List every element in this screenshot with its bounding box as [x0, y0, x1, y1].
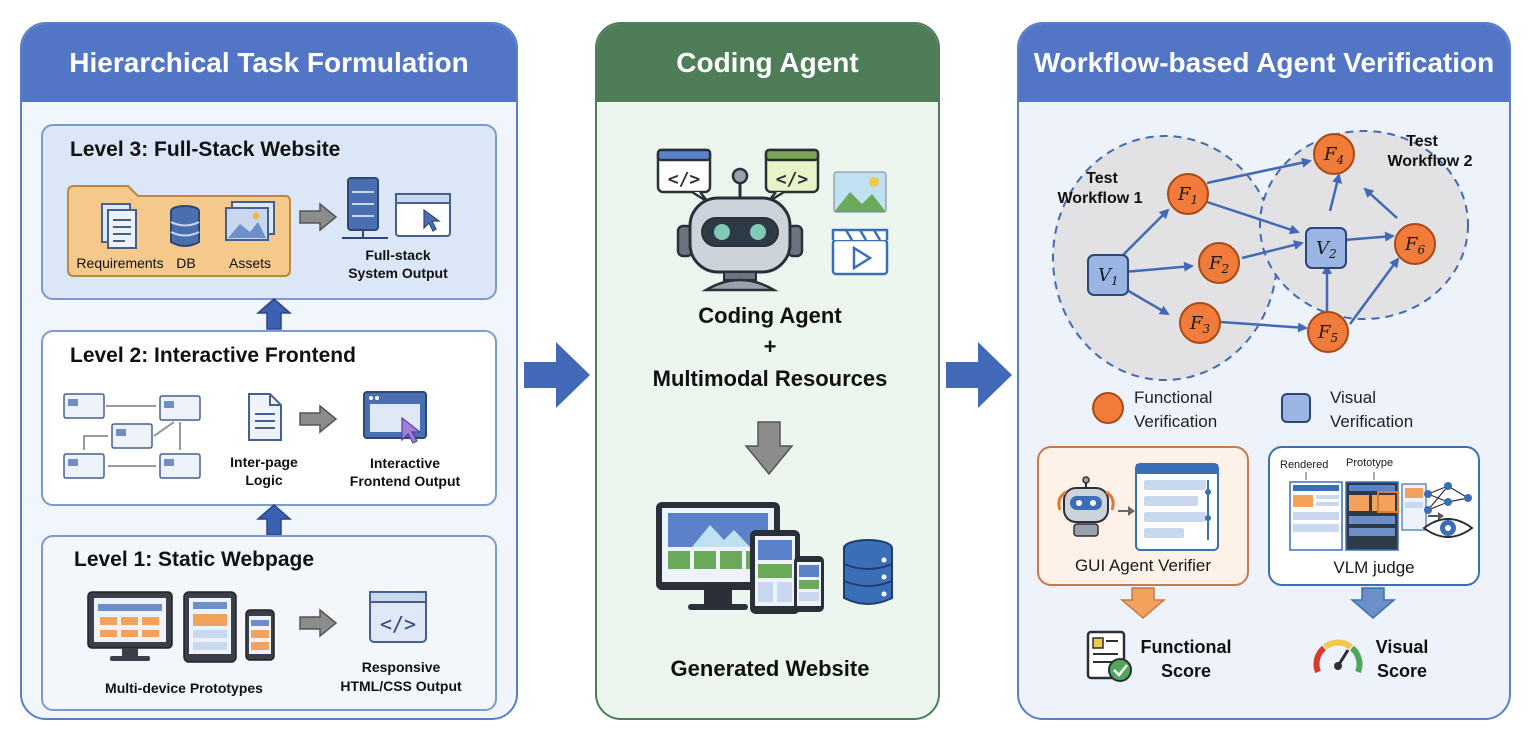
functional-node-f3: [1179, 302, 1221, 344]
interactive-output-line2: Frontend Output: [349, 473, 461, 489]
robot-icon: [676, 167, 804, 292]
blue-down-arrow-icon: [1349, 587, 1397, 619]
middle-panel-title: Coding Agent: [676, 47, 859, 78]
right-panel-title: Workflow-based Agent Verification: [1033, 47, 1495, 78]
interactive-output-line1: Interactive: [369, 455, 441, 471]
flow-arrow-right-icon: [524, 342, 590, 408]
page-flow-icon: [63, 393, 201, 479]
workflow1-label-line2: Workflow 1: [1057, 190, 1143, 207]
visual-legend-line2: Verification: [1330, 412, 1414, 431]
visual-score-line2: Score: [1376, 661, 1428, 681]
functional-legend-icon: [1092, 392, 1124, 424]
gui-agent-robot-icon: [1057, 476, 1115, 537]
interpage-logic-line1: Inter-page: [230, 454, 298, 470]
left-panel-header: Hierarchical Task Formulation: [22, 24, 516, 102]
workflow-graph: V1 V2 F1 F2 F3 F4 F5 F6: [1052, 130, 1469, 381]
video-resource-icon: [831, 228, 889, 276]
level3-title: Level 3: Full-Stack Website: [70, 138, 341, 161]
middle-panel-header: Coding Agent: [597, 24, 938, 102]
requirements-doc-icon: [101, 203, 137, 249]
generated-website-label: Generated Website: [670, 656, 870, 681]
gui-agent-verifier-label: GUI Agent Verifier: [1074, 556, 1212, 575]
multimodal-resources-label: Multimodal Resources: [652, 366, 888, 391]
code-bubble-right-icon: </>: [764, 148, 820, 204]
interactive-window-icon: [363, 391, 427, 444]
arrow-right-icon: [299, 202, 338, 232]
level1-title: Level 1: Static Webpage: [74, 548, 315, 571]
browser-window-icon: [395, 193, 451, 237]
workflow2-label-line1: Test: [1406, 133, 1438, 150]
vlm-neural-eye-icon: [1422, 482, 1474, 538]
visual-node-v1: [1087, 254, 1129, 296]
functional-node-f5: [1307, 311, 1349, 353]
left-panel-title: Hierarchical Task Formulation: [69, 47, 469, 78]
visual-score-line1: Visual: [1375, 637, 1429, 657]
code-bubble-left-icon: </>: [656, 148, 712, 204]
svg-text:</>: </>: [776, 169, 809, 190]
requirements-label: Requirements: [76, 255, 164, 271]
functional-node-f6: [1394, 223, 1436, 265]
generated-website-devices-icon: [656, 502, 893, 614]
svg-text:</>: </>: [380, 612, 416, 636]
db-label: DB: [176, 255, 196, 271]
arrow-down-icon: [744, 421, 794, 476]
arrow-up-icon: [256, 298, 292, 330]
functional-score-line2: Score: [1160, 661, 1212, 681]
rendered-prototype-compare-icon: [1289, 472, 1444, 551]
arrow-right-icon: [1118, 506, 1135, 516]
level2-title: Level 2: Interactive Frontend: [70, 344, 356, 367]
responsive-output-line2: HTML/CSS Output: [340, 678, 462, 694]
functional-node-f1: [1167, 173, 1209, 215]
server-icon: [342, 177, 388, 239]
database-icon: [170, 205, 200, 247]
functional-legend-line2: Verification: [1134, 412, 1218, 431]
multi-device-icon: [87, 591, 275, 663]
functional-score-icon: [1086, 630, 1132, 682]
visual-score-gauge-icon: [1313, 639, 1363, 674]
visual-node-v2: [1305, 227, 1347, 269]
functional-node-f4: [1313, 133, 1355, 175]
assets-image-icon: [225, 201, 275, 241]
functional-node-f2: [1198, 242, 1240, 284]
logic-document-icon: [248, 393, 282, 441]
workflow1-label-line1: Test: [1086, 170, 1118, 187]
agent-verification-panel: Workflow-based Agent Verification: [1017, 22, 1511, 720]
workflow2-region: [1259, 130, 1469, 320]
functional-score-line1: Functional: [1140, 637, 1232, 657]
visual-legend-icon: [1281, 393, 1311, 423]
assets-label: Assets: [228, 255, 271, 271]
svg-text:</>: </>: [668, 169, 701, 190]
functional-legend-line1: Functional: [1134, 388, 1213, 407]
flow-arrow-right-icon: [946, 342, 1012, 408]
interpage-logic-line2: Logic: [245, 472, 283, 488]
vlm-judge-label: VLM judge: [1333, 558, 1415, 577]
coding-agent-panel: Coding Agent: [595, 22, 940, 720]
right-panel-header: Workflow-based Agent Verification: [1019, 24, 1509, 102]
code-window-icon: </>: [369, 591, 427, 643]
coding-agent-label: Coding Agent: [698, 303, 842, 328]
workflow2-label-line2: Workflow 2: [1387, 153, 1473, 170]
fullstack-output-line2: System Output: [348, 265, 448, 281]
arrow-right-icon: [299, 404, 338, 434]
responsive-output-line1: Responsive: [361, 659, 441, 675]
rendered-label: Rendered: [1280, 459, 1329, 471]
fullstack-output-line1: Full-stack: [365, 247, 431, 263]
gui-window-icon: [1135, 463, 1219, 551]
visual-legend-line1: Visual: [1330, 388, 1376, 407]
prototype-label: Prototype: [1346, 457, 1394, 469]
image-resource-icon: [833, 171, 887, 213]
arrow-right-icon: [299, 608, 338, 638]
multi-device-label: Multi-device Prototypes: [105, 680, 263, 696]
arrow-up-icon: [256, 504, 292, 536]
orange-down-arrow-icon: [1119, 587, 1167, 619]
plus-sign: +: [763, 334, 777, 359]
